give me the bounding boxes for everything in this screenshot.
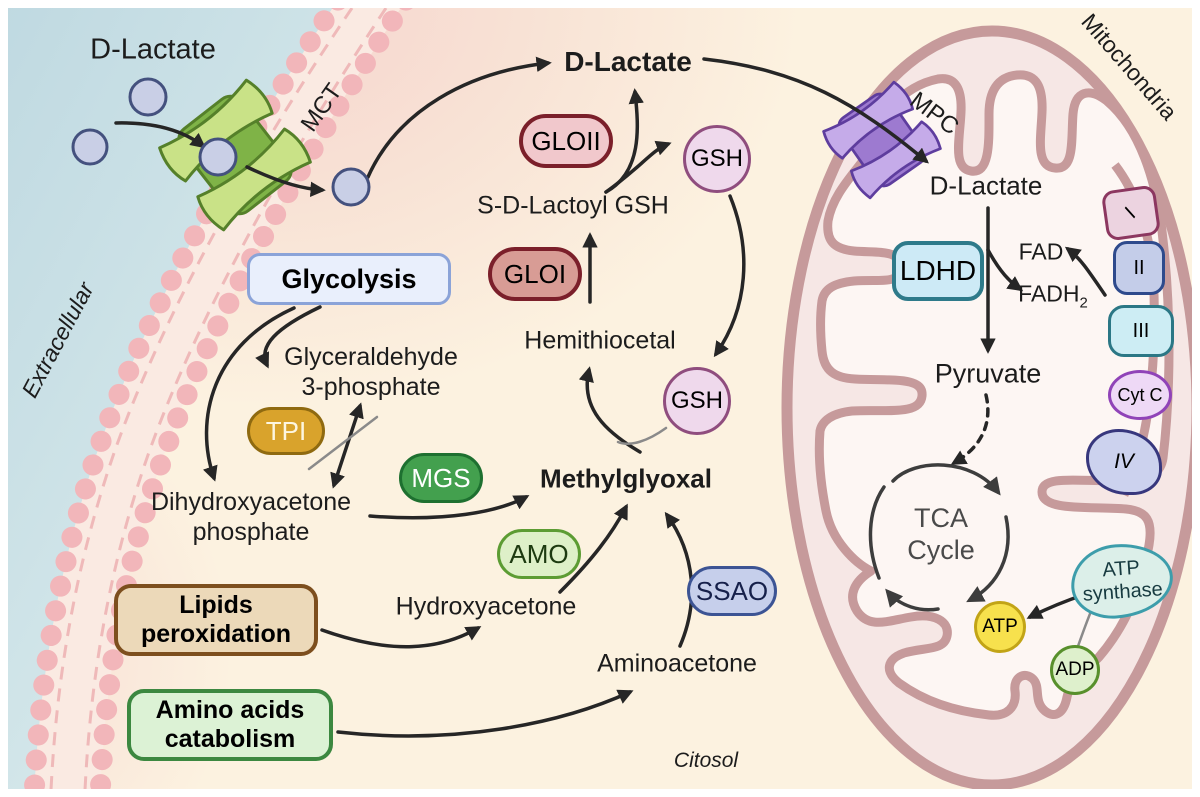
cyt-c-label: Cyt C bbox=[1117, 384, 1163, 405]
adp-label: ADP bbox=[1055, 659, 1095, 680]
lactate-molecule bbox=[128, 77, 168, 117]
amino-line2: catabolism bbox=[164, 725, 296, 753]
mpc-transporter bbox=[822, 80, 942, 200]
lipids-line2: peroxidation bbox=[140, 620, 291, 648]
complex-iii: III bbox=[1108, 305, 1174, 357]
amino-acids-catabolism-box: Amino acids catabolism bbox=[127, 689, 333, 761]
complex-ii: II bbox=[1113, 241, 1165, 295]
gloi-label: GLOI bbox=[503, 258, 567, 289]
adp-circle: ADP bbox=[1050, 645, 1100, 695]
hemithiocetal-label: Hemithiocetal bbox=[524, 326, 676, 355]
amino-line1: Amino acids bbox=[155, 696, 305, 724]
complex-ii-label: II bbox=[1133, 256, 1145, 279]
fadh2-subscript: 2 bbox=[1079, 294, 1088, 312]
pyruvate-label: Pyruvate bbox=[934, 358, 1042, 389]
complex-i: I bbox=[1100, 184, 1162, 242]
tca-cycle-label: TCA Cycle bbox=[907, 502, 975, 566]
ldhd-label: LDHD bbox=[899, 255, 977, 286]
complex-iv-label: IV bbox=[1114, 450, 1134, 473]
extracellular-region bbox=[0, 0, 338, 797]
methylglyoxal-label: Methylglyoxal bbox=[540, 463, 712, 494]
mitochondria-inner-membrane bbox=[814, 70, 1174, 720]
glyceraldehyde-3-phosphate-label: Glyceraldehyde 3-phosphate bbox=[284, 342, 458, 402]
plasma-membrane bbox=[23, 0, 417, 797]
ssao-label: SSAO bbox=[695, 575, 769, 606]
fadh2-base: FADH bbox=[1018, 280, 1080, 307]
s-d-lactoyl-gsh-label: S-D-Lactoyl GSH bbox=[477, 191, 669, 220]
gsh-circle-bottom: GSH bbox=[663, 367, 731, 435]
complex-iv: IV bbox=[1086, 429, 1162, 495]
atp-synthase-line1: ATP bbox=[1101, 556, 1141, 582]
tpi-enzyme: TPI bbox=[247, 407, 325, 455]
glycolysis-label: Glycolysis bbox=[281, 263, 417, 294]
glyceraldehyde-line2: 3-phosphate bbox=[301, 373, 441, 401]
glycolysis-box: Glycolysis bbox=[247, 253, 451, 305]
ssao-enzyme: SSAO bbox=[687, 566, 777, 616]
gloii-label: GLOII bbox=[531, 125, 601, 156]
d-lactate-extracellular-label: D-Lactate bbox=[90, 33, 216, 66]
cytosol-label: Citosol bbox=[673, 749, 739, 772]
lactate-molecule bbox=[198, 137, 238, 177]
dhap-line1: Dihydroxyacetone bbox=[150, 488, 352, 516]
lactate-molecule bbox=[331, 167, 371, 207]
gsh-label: GSH bbox=[670, 387, 723, 414]
fad-label: FAD bbox=[1018, 238, 1064, 265]
lipids-peroxidation-box: Lipids peroxidation bbox=[114, 584, 318, 656]
atp-label: ATP bbox=[982, 616, 1018, 637]
cyt-c: Cyt C bbox=[1108, 370, 1172, 420]
complex-iii-label: III bbox=[1132, 319, 1150, 342]
aminoacetone-label: Aminoacetone bbox=[597, 649, 757, 678]
amo-enzyme: AMO bbox=[497, 529, 581, 579]
dhap-line2: phosphate bbox=[192, 518, 310, 546]
gsh-label: GSH bbox=[690, 145, 743, 172]
d-lactate-mito-label: D-Lactate bbox=[929, 170, 1043, 201]
hydroxyacetone-label: Hydroxyacetone bbox=[395, 592, 577, 621]
atp-synthase-line2: synthase bbox=[1082, 578, 1164, 606]
gloii-enzyme: GLOII bbox=[519, 114, 613, 168]
tca-line1: TCA bbox=[913, 503, 968, 533]
gsh-circle-top: GSH bbox=[683, 125, 751, 193]
glyceraldehyde-line1: Glyceraldehyde bbox=[284, 343, 458, 371]
amo-label: AMO bbox=[509, 538, 569, 569]
ldhd-enzyme: LDHD bbox=[892, 241, 984, 301]
fadh2-label: FADH2 bbox=[1018, 281, 1088, 312]
mgs-enzyme: MGS bbox=[399, 453, 483, 503]
lactate-molecule bbox=[71, 128, 109, 166]
d-lactate-cytosol-label: D-Lactate bbox=[564, 46, 692, 77]
tca-cycle-arrows bbox=[868, 463, 1010, 612]
gloi-enzyme: GLOI bbox=[488, 247, 582, 301]
complex-i-label: I bbox=[1120, 203, 1142, 222]
mgs-label: MGS bbox=[411, 462, 471, 493]
tpi-label: TPI bbox=[265, 415, 307, 446]
reaction-arrows bbox=[114, 56, 1107, 738]
atp-circle: ATP bbox=[974, 601, 1026, 653]
lipids-line1: Lipids bbox=[179, 591, 253, 619]
tca-line2: Cycle bbox=[907, 535, 975, 565]
dihydroxyacetone-phosphate-label: Dihydroxyacetone phosphate bbox=[151, 487, 351, 547]
